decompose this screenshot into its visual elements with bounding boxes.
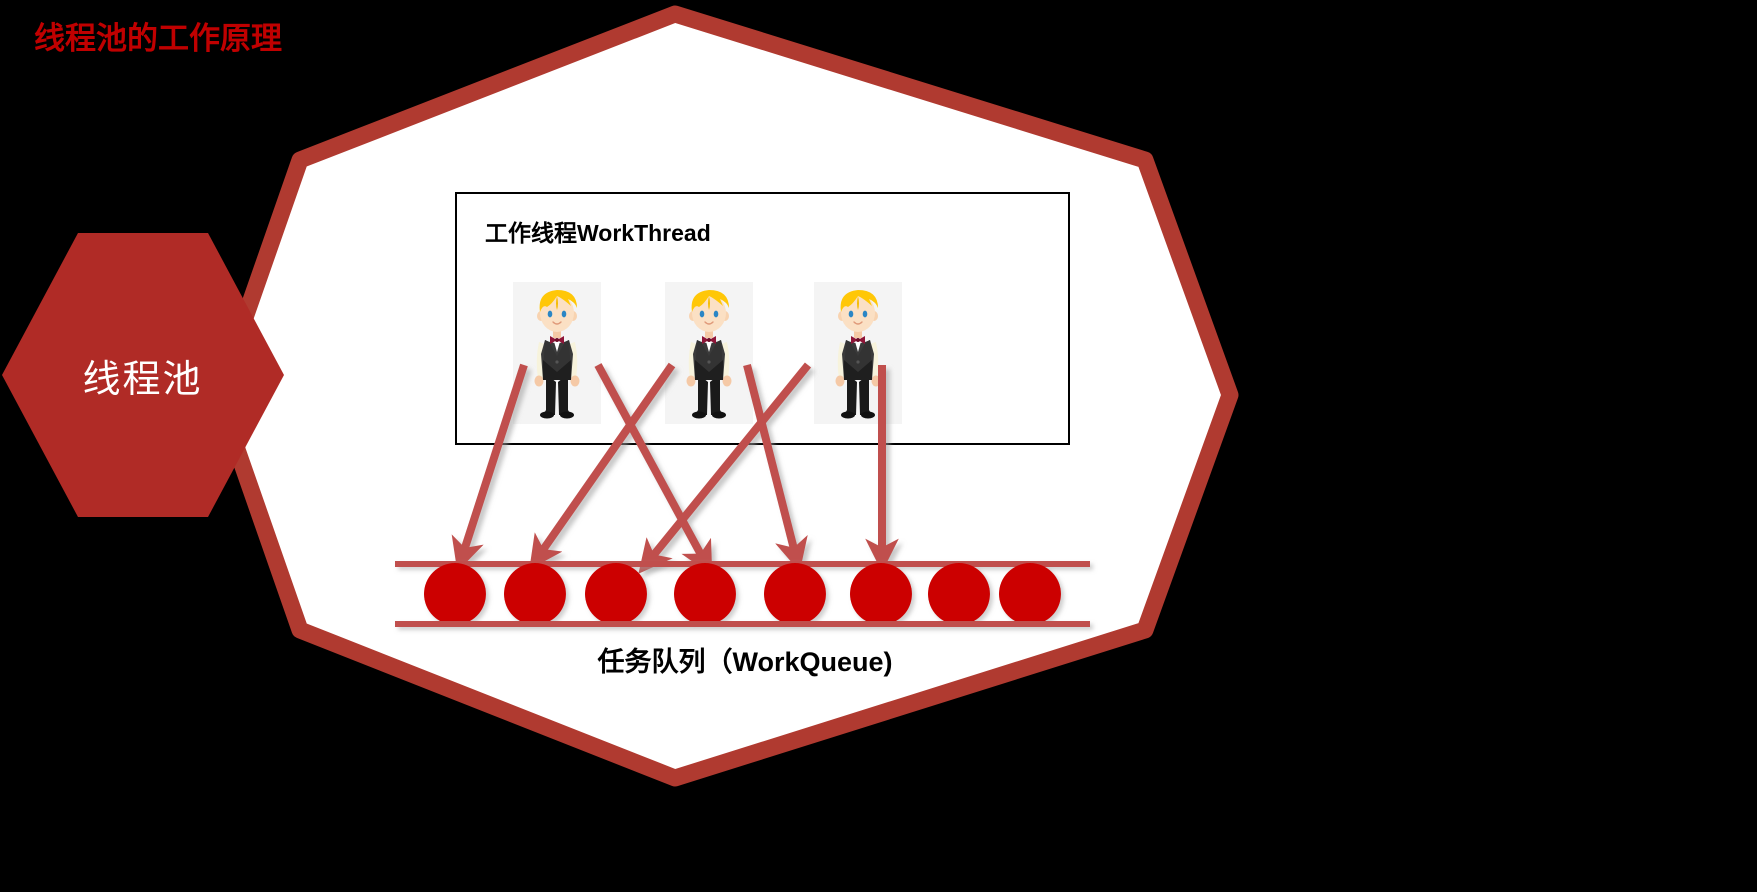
arrow-w2-left — [529, 362, 676, 570]
arrow-w1-left — [451, 363, 528, 572]
worker-avatar-3 — [814, 282, 902, 424]
worker-avatar-2 — [665, 282, 753, 424]
worker-avatar-1 — [513, 282, 601, 424]
work-queue-caption: 任务队列（WorkQueue) — [597, 647, 893, 677]
queue-task-2 — [504, 563, 566, 625]
queue-task-5 — [764, 563, 826, 625]
queue-task-6 — [850, 563, 912, 625]
arrow-w2-right — [743, 364, 808, 572]
queue-task-3 — [585, 563, 647, 625]
thread-pool-hexagon — [2, 233, 284, 517]
queue-task-8 — [999, 563, 1061, 625]
page-title: 线程池的工作原理 — [34, 21, 282, 56]
queue-task-7 — [928, 563, 990, 625]
queue-task-1 — [424, 563, 486, 625]
arrow-w3-left — [638, 362, 812, 574]
arrow-w1-right — [594, 363, 713, 576]
queue-task-4 — [674, 563, 736, 625]
workthread-box-title: 工作线程WorkThread — [485, 220, 711, 246]
thread-pool-label: 线程池 — [82, 359, 203, 401]
queue-tasks — [424, 563, 1061, 625]
